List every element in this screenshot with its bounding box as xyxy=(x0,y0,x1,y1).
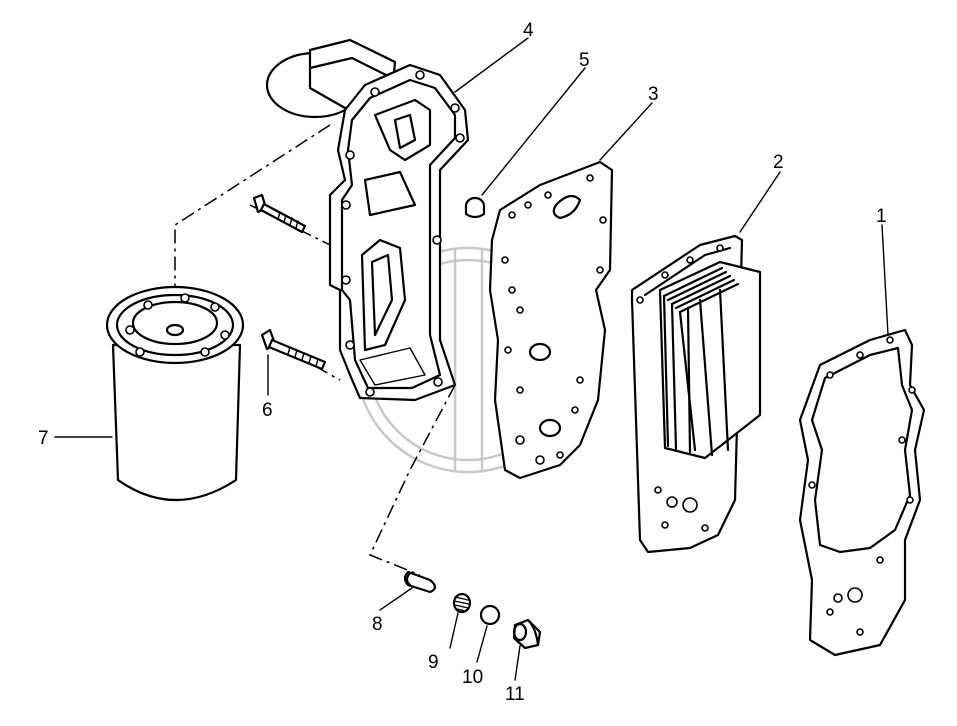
callout-11: 11 xyxy=(505,684,525,705)
part-7-oil-filter xyxy=(105,285,245,502)
part-4-filter-head xyxy=(265,38,470,402)
part-9-spring xyxy=(452,592,472,614)
part-5-plug xyxy=(464,196,486,219)
callout-2: 2 xyxy=(773,152,784,173)
callout-9: 9 xyxy=(428,652,439,673)
part-6-cap-screw-upper xyxy=(252,193,307,234)
callout-8: 8 xyxy=(372,614,383,635)
callout-labels: 1 2 3 4 5 6 7 8 9 10 11 xyxy=(38,20,887,705)
callout-4: 4 xyxy=(523,20,534,41)
callout-1: 1 xyxy=(876,206,887,227)
part-2-cooler-element xyxy=(630,234,762,554)
part-1-gasket xyxy=(798,328,926,657)
part-6-cap-screw-lower xyxy=(260,328,327,371)
callout-7: 7 xyxy=(38,428,49,449)
callout-6: 6 xyxy=(262,400,273,421)
part-8-valve-plunger xyxy=(403,570,437,594)
callout-leaders xyxy=(54,37,889,681)
part-10-ball xyxy=(479,604,501,626)
part-11-plug xyxy=(512,618,542,650)
part-3-gasket xyxy=(488,160,614,480)
callout-3: 3 xyxy=(648,84,659,105)
callout-10: 10 xyxy=(462,667,483,688)
callout-5: 5 xyxy=(579,50,590,71)
